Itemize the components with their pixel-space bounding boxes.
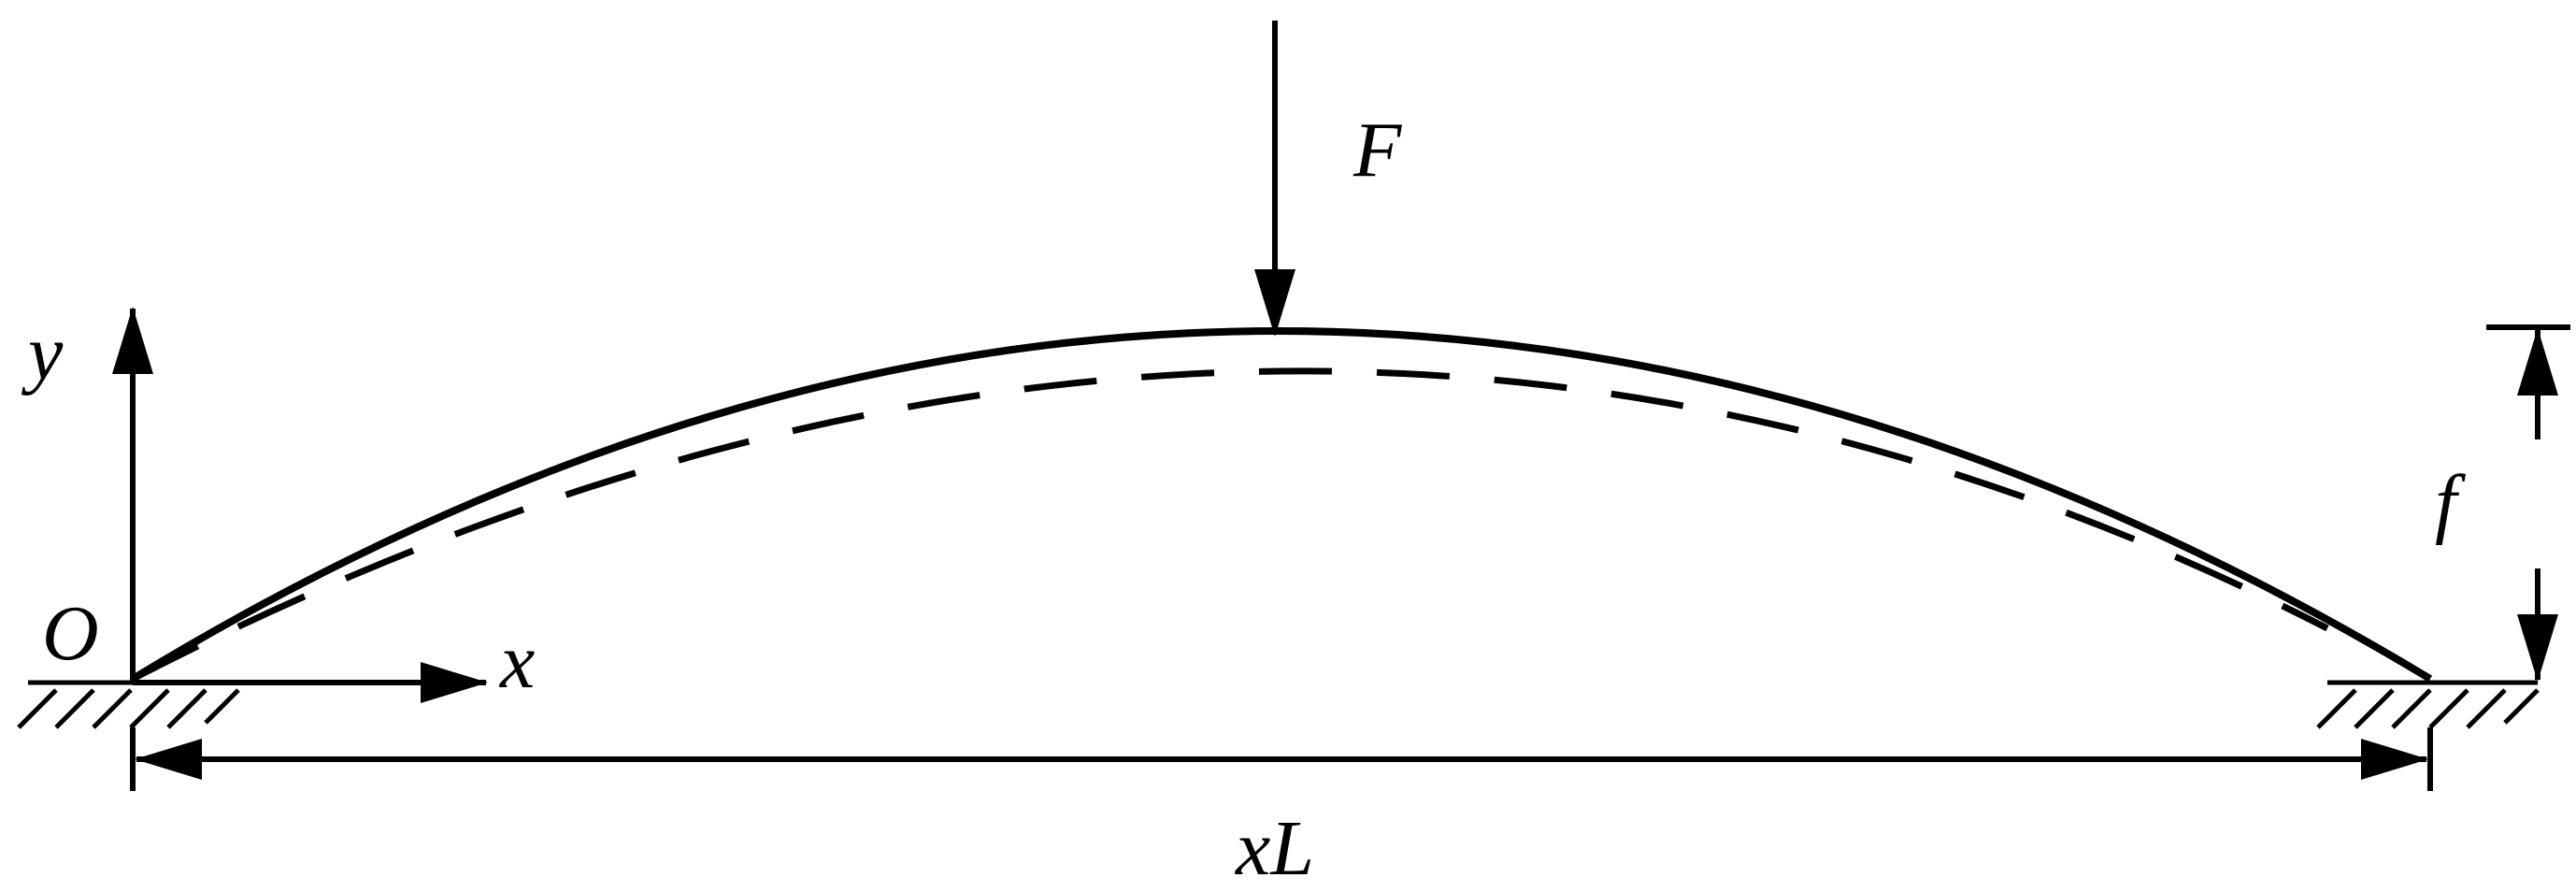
force-label: F — [1352, 107, 1403, 194]
y-axis-label: y — [21, 309, 64, 396]
span-label: xL — [1234, 805, 1314, 892]
left-ground-hatch — [17, 680, 240, 729]
x-axis-label: x — [498, 618, 535, 705]
origin-label: O — [42, 590, 99, 677]
right-ground-hatch — [2316, 680, 2540, 729]
height-label: f — [2435, 459, 2467, 546]
arch-curve — [130, 327, 2433, 683]
span-dimension — [130, 727, 2433, 791]
height-dimension — [2486, 324, 2570, 682]
deformed-arch-curve — [131, 367, 2329, 683]
